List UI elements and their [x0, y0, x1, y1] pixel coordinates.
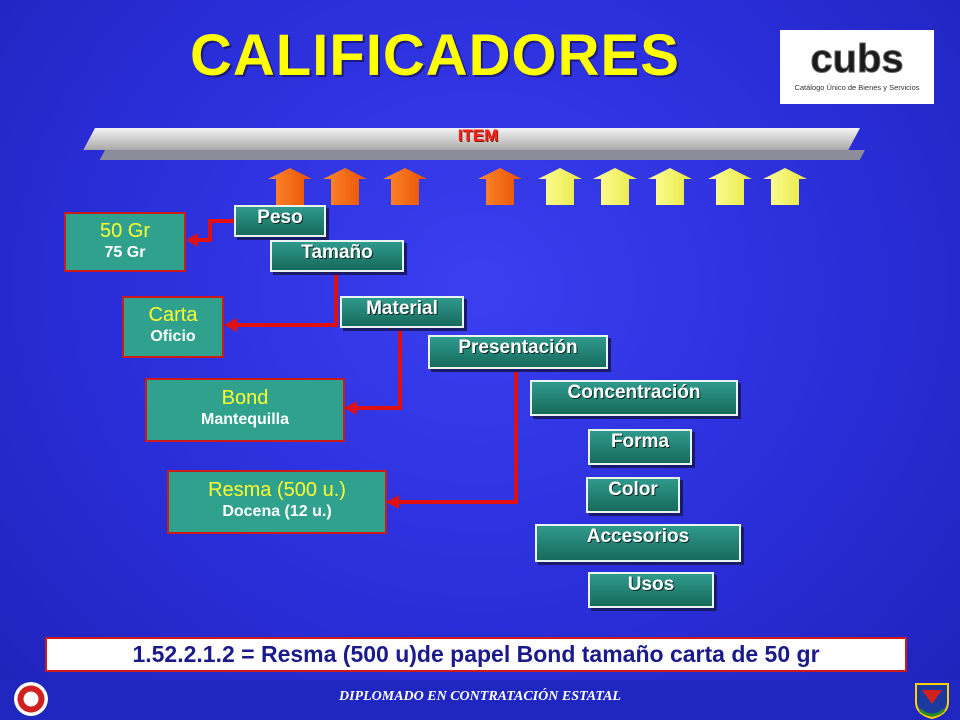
value-box-material: Bond Mantequilla [145, 378, 345, 442]
up-arrow-icon [708, 168, 752, 205]
value-material-main: Bond [221, 387, 269, 409]
value-peso-sub: 75 Gr [104, 244, 146, 261]
qualifier-concentracion: Concentración [530, 380, 738, 416]
connector-material [356, 328, 402, 410]
svg-text:Catálogo Único de Bienes y Ser: Catálogo Único de Bienes y Servicios [794, 83, 919, 92]
value-material-sub: Mantequilla [200, 411, 289, 428]
connector-presentacion [398, 370, 518, 504]
qualifier-accesorios: Accesorios [535, 524, 741, 562]
footer-text: DIPLOMADO EN CONTRATACIÓN ESTATAL [338, 689, 621, 704]
svg-text:cubs: cubs [810, 37, 903, 81]
item-label: ITEM [457, 126, 499, 145]
connector-tamano [236, 270, 338, 327]
university-seal-icon [14, 682, 48, 716]
up-arrow-icon [763, 168, 807, 205]
cubs-logo: cubs Catálogo Único de Bienes y Servicio… [780, 30, 934, 104]
value-peso-main: 50 Gr [99, 220, 151, 242]
qualifier-tamano: Tamaño [270, 240, 404, 272]
connector-peso [196, 219, 234, 242]
qualifier-color: Color [586, 477, 680, 513]
arrows-row [268, 168, 807, 205]
up-arrow-icon [478, 168, 522, 205]
up-arrow-icon [268, 168, 312, 205]
value-box-peso: 50 Gr 75 Gr [64, 212, 186, 272]
shield-emblem-icon [915, 683, 949, 720]
value-tamano-main: Carta [148, 304, 198, 326]
arrowhead-peso [186, 233, 198, 247]
qualifier-material: Material [340, 296, 464, 328]
arrowhead-presentacion [386, 495, 399, 509]
arrowhead-material [344, 401, 357, 415]
formula-box: 1.52.2.1.2 = Resma (500 u)de papel Bond … [45, 637, 907, 672]
footer-bar [0, 680, 960, 720]
up-arrow-icon [648, 168, 692, 205]
qualifier-peso: Peso [234, 205, 326, 237]
value-presentacion-main: Resma (500 u.) [208, 479, 346, 501]
qualifier-usos: Usos [588, 572, 714, 608]
qualifier-presentacion: Presentación [428, 335, 608, 369]
page-title: CALIFICADORES [190, 23, 680, 88]
up-arrow-icon [593, 168, 637, 205]
up-arrow-icon [538, 168, 582, 205]
qualifier-forma: Forma [588, 429, 692, 465]
value-box-tamano: Carta Oficio [122, 296, 224, 358]
up-arrow-icon [323, 168, 367, 205]
value-presentacion-sub: Docena (12 u.) [222, 503, 332, 520]
arrowhead-tamano [224, 318, 237, 332]
value-tamano-sub: Oficio [150, 328, 196, 345]
value-box-presentacion: Resma (500 u.) Docena (12 u.) [167, 470, 387, 534]
up-arrow-icon [383, 168, 427, 205]
